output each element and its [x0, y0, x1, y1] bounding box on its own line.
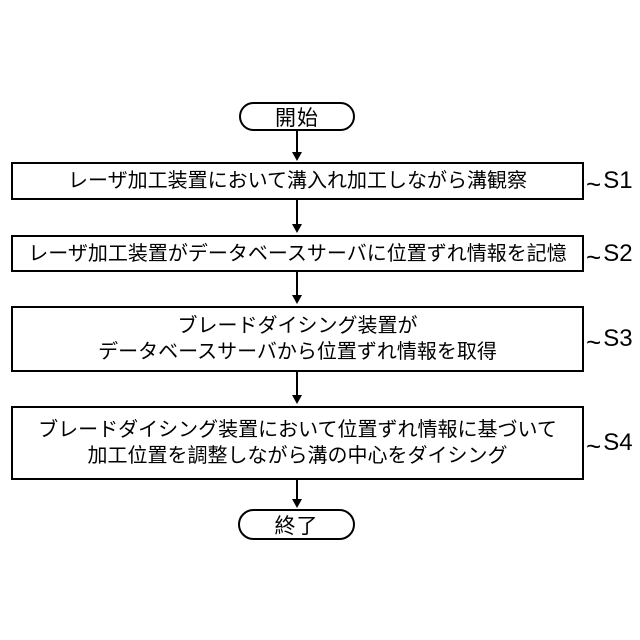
start-terminal: 開始: [239, 102, 355, 131]
flow-arrow: [292, 272, 302, 304]
step-text: ブレードダイシング装置が: [177, 315, 418, 337]
step-ref-label: S3: [603, 325, 633, 352]
step-ref-s1: ~ S1: [586, 162, 633, 200]
step-text: レーザ加工装置において溝入れ加工しながら溝観察: [68, 170, 527, 192]
flow-arrow: [292, 200, 302, 233]
step-box-s2: レーザ加工装置がデータベースサーバに位置ずれ情報を記憶: [11, 235, 584, 272]
tilde-connector: ~: [586, 327, 602, 357]
step-box-s4: ブレードダイシング装置において位置ずれ情報に基づいて 加工位置を調整しながら溝の…: [11, 406, 584, 480]
tilde-connector: ~: [586, 169, 602, 199]
step-box-s1: レーザ加工装置において溝入れ加工しながら溝観察: [11, 162, 584, 200]
step-text: データベースサーバから位置ずれ情報を取得: [98, 341, 497, 363]
flow-arrow: [292, 372, 302, 404]
flow-arrow: [292, 131, 302, 161]
step-text: 加工位置を調整しながら溝の中心をダイシング: [87, 445, 508, 467]
tilde-connector: ~: [586, 241, 602, 272]
step-ref-label: S1: [603, 167, 633, 194]
step-text: ブレードダイシング装置において位置ずれ情報に基づいて: [38, 419, 557, 441]
step-text: レーザ加工装置がデータベースサーバに位置ずれ情報を記憶: [28, 242, 567, 265]
flow-arrow: [292, 480, 302, 508]
step-ref-label: S4: [603, 429, 633, 456]
step-box-s3: ブレードダイシング装置が データベースサーバから位置ずれ情報を取得: [11, 306, 584, 372]
step-ref-s4: ~ S4: [586, 406, 633, 480]
tilde-connector: ~: [586, 431, 602, 461]
start-label: 開始: [275, 106, 319, 130]
step-ref-label: S2: [603, 239, 633, 267]
end-terminal: 終了: [238, 509, 355, 540]
end-label: 終了: [274, 514, 319, 538]
step-ref-s3: ~ S3: [586, 306, 633, 372]
step-ref-s2: ~ S2: [586, 235, 633, 272]
